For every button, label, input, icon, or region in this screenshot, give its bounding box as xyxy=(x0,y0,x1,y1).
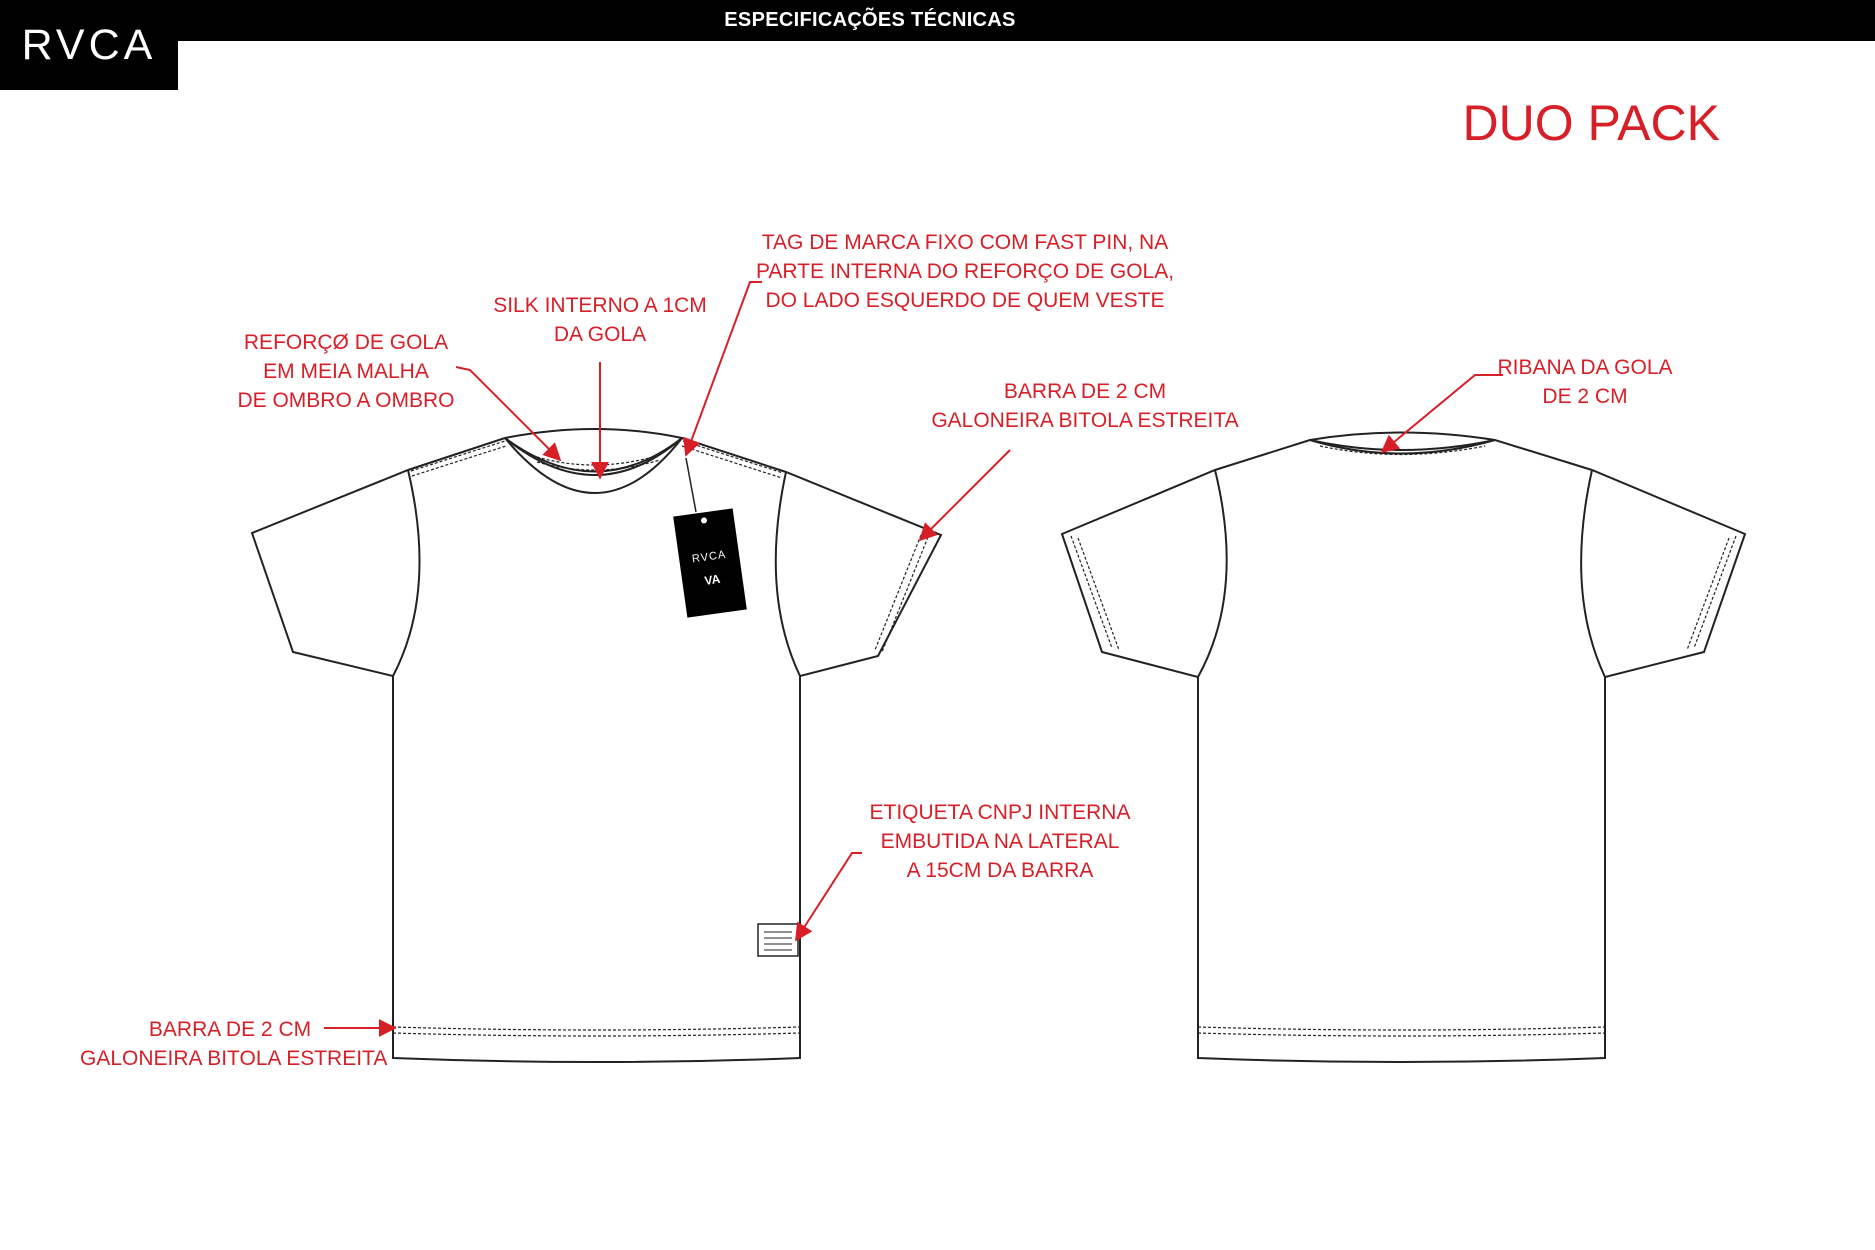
callout-inner-silk: SILK INTERNO A 1CM DA GOLA xyxy=(493,294,707,346)
hang-tag: RVCA VA xyxy=(673,457,747,618)
front-bottom-hem-stitch xyxy=(392,1026,801,1031)
back-left-armhole xyxy=(1197,469,1228,678)
front-right-armhole xyxy=(774,471,801,677)
hang-tag-string xyxy=(685,457,697,513)
brand-logo-text: RVCA xyxy=(21,21,157,69)
front-sleeve-hem-stitch xyxy=(874,534,922,651)
arrow-collar-reinforcement xyxy=(455,366,562,462)
callout-collar-reinforcement: REFORÇØ DE GOLA EM MEIA MALHA DE OMBRO A… xyxy=(237,331,455,412)
front-sleeve-hem-stitch-2 xyxy=(881,536,929,653)
arrow-cnpj-label xyxy=(795,852,862,942)
front-tshirt xyxy=(250,428,943,1063)
back-right-armhole xyxy=(1580,469,1606,678)
callout-sleeve-hem: BARRA DE 2 CM GALONEIRA BITOLA ESTREITA xyxy=(931,380,1239,432)
back-bottom-hem-stitch-2 xyxy=(1197,1032,1606,1037)
back-bottom-hem-stitch xyxy=(1197,1026,1606,1031)
front-left-armhole xyxy=(392,469,421,677)
front-bottom-hem-stitch-2 xyxy=(392,1032,801,1037)
back-collar-rib-top xyxy=(1309,431,1496,441)
front-collar-back-neck xyxy=(504,428,683,439)
pack-headline: DUO PACK xyxy=(1462,95,1720,151)
back-collar-rib-bottom xyxy=(1309,439,1496,455)
callout-brand-tag: TAG DE MARCA FIXO COM FAST PIN, NA PARTE… xyxy=(755,231,1175,312)
annotation-arrows xyxy=(324,281,1503,1037)
arrow-sleeve-hem xyxy=(918,449,1011,542)
callout-cnpj-label: ETIQUETA CNPJ INTERNA EMBUTIDA NA LATERA… xyxy=(869,801,1131,882)
front-body-outline xyxy=(250,436,943,1063)
back-body-outline xyxy=(1060,438,1747,1063)
page-title: ESPECIFICAÇÕES TÉCNICAS xyxy=(724,9,1016,31)
arrow-back-collar-rib xyxy=(1380,374,1503,454)
cnpj-label xyxy=(757,923,799,957)
front-collar-outer xyxy=(504,437,683,494)
callout-back-collar-rib: RIBANA DA GOLA DE 2 CM xyxy=(1497,356,1673,408)
back-tshirt xyxy=(1060,431,1747,1063)
back-collar-stitch xyxy=(1319,445,1486,456)
callout-bottom-hem: BARRA DE 2 CM GALONEIRA BITOLA ESTREITA xyxy=(80,1018,388,1070)
hang-tag-brand: RVCA xyxy=(691,549,727,566)
front-shoulder-stitch-left xyxy=(411,445,507,477)
header-bar: ESPECIFICAÇÕES TÉCNICAS xyxy=(0,0,1875,41)
brand-logo: RVCA xyxy=(0,0,178,90)
front-shoulder-stitch-left-2 xyxy=(410,440,506,472)
hang-tag-mark: VA xyxy=(704,572,722,588)
arrow-brand-tag xyxy=(683,281,762,457)
